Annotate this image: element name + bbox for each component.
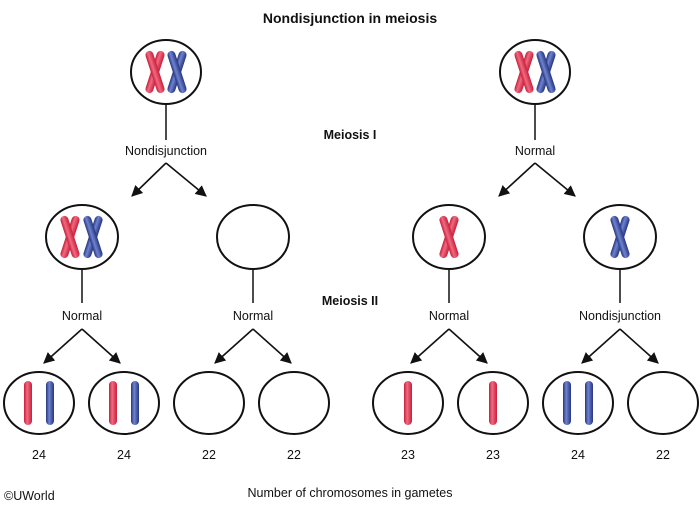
chromosome-icon — [109, 381, 117, 425]
second-division-label-1: Normal — [61, 309, 103, 323]
chromosome-icon — [489, 381, 497, 425]
secondary-cell-4 — [583, 204, 657, 303]
chromosome-pair-icon — [514, 50, 556, 94]
gamete-cell-4 — [258, 371, 330, 435]
gamete-cell-6 — [457, 371, 529, 435]
gamete-cell-8 — [627, 371, 699, 435]
division-label-right: Normal — [514, 144, 556, 158]
division-label-left: Nondisjunction — [125, 144, 207, 158]
gamete-caption: Number of chromosomes in gametes — [247, 486, 453, 500]
second-division-label-2: Normal — [232, 309, 274, 323]
stage-label-meiosis-1: Meiosis I — [323, 128, 377, 142]
gamete-count-1: 24 — [32, 448, 46, 462]
gamete-cell-1 — [3, 371, 75, 435]
secondary-cell-1 — [45, 204, 119, 303]
diagram-title: Nondisjunction in meiosis — [262, 10, 438, 26]
division-arrows-second — [43, 328, 659, 364]
secondary-cell-3 — [412, 204, 486, 303]
chromosome-pair-icon — [145, 50, 187, 94]
gamete-count-8: 22 — [656, 448, 670, 462]
chromosome-icon — [585, 381, 593, 425]
gamete-count-6: 23 — [486, 448, 500, 462]
chromosome-icon — [404, 381, 412, 425]
copyright-notice: ©UWorld — [4, 489, 55, 503]
chromosome-icon — [131, 381, 139, 425]
chromosome-pair-icon — [60, 215, 103, 259]
gamete-cell-2 — [88, 371, 160, 435]
chromosome-icon — [24, 381, 32, 425]
chromosome-icon — [439, 215, 459, 259]
gamete-cell-7 — [542, 371, 614, 435]
secondary-cell-2 — [216, 204, 290, 303]
gamete-cell-5 — [372, 371, 444, 435]
chromosome-icon — [563, 381, 571, 425]
division-arrows-left — [131, 162, 207, 197]
gamete-count-4: 22 — [287, 448, 301, 462]
chromosome-icon — [46, 381, 54, 425]
second-division-label-4: Nondisjunction — [579, 309, 661, 323]
gamete-count-7: 24 — [571, 448, 585, 462]
gamete-count-5: 23 — [401, 448, 415, 462]
stage-label-meiosis-2: Meiosis II — [321, 294, 379, 308]
gamete-cell-3 — [173, 371, 245, 435]
gamete-count-3: 22 — [202, 448, 216, 462]
second-division-label-3: Normal — [428, 309, 470, 323]
parent-cell-left — [130, 39, 202, 140]
chromosome-icon — [610, 215, 630, 259]
parent-cell-right — [499, 39, 571, 140]
division-arrows-right — [498, 162, 576, 197]
gamete-count-2: 24 — [117, 448, 131, 462]
